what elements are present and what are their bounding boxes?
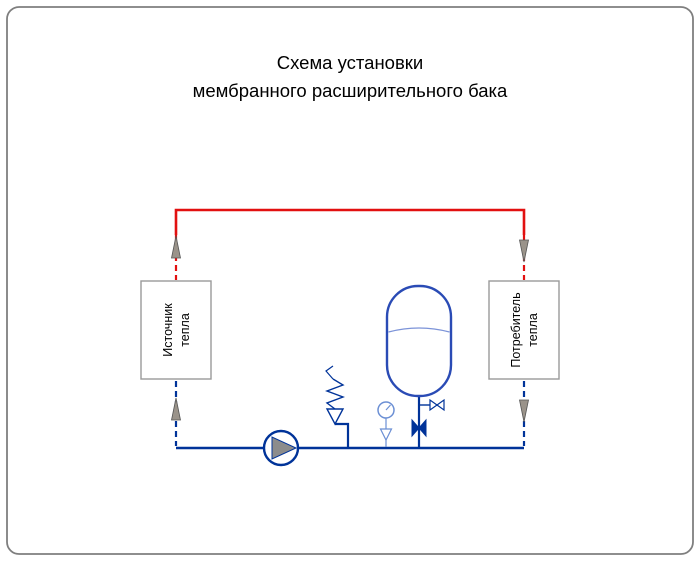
safety-valve-icon (325, 365, 350, 448)
drain-valve-icon (435, 398, 445, 412)
flow-arrows (171, 235, 529, 423)
pump-impeller (271, 436, 298, 460)
expansion-tank (385, 284, 453, 398)
heat-consumer-label-line1: Потребитель (509, 292, 523, 367)
shutoff-valve-icon (411, 418, 420, 438)
supply-pipe-run (174, 208, 526, 235)
diagram-title-line1: Схема установки (277, 52, 423, 73)
safety-valve-body (325, 408, 345, 426)
heat-source-rect (140, 280, 212, 380)
gauge-needle (385, 404, 391, 411)
pressure-gauge-icon (377, 401, 395, 447)
heat-source-box (140, 280, 212, 380)
supply-pipe (174, 208, 526, 280)
return-pipe (174, 381, 526, 450)
safety-valve-spring (325, 378, 345, 410)
shutoff-valve-icon (418, 418, 427, 438)
gauge-valve (379, 428, 393, 442)
flow-arrow-up-icon (171, 235, 181, 259)
drain-valve-icon (429, 398, 439, 412)
heat-source-label-line2: тепла (178, 313, 192, 347)
diagram-title-line2: мембранного расширительного бака (193, 80, 508, 101)
heat-consumer-rect (488, 280, 560, 380)
safety-valve-discharge (325, 365, 334, 380)
flow-arrow-down-icon (519, 399, 529, 423)
heat-source-label: Источник тепла (161, 303, 192, 357)
expansion-tank-shell (385, 284, 453, 398)
flow-arrow-up-icon (171, 397, 181, 421)
tank-membrane-line (388, 327, 450, 333)
heat-consumer-label: Потребитель тепла (509, 292, 540, 367)
heat-source-label-line1: Источник (161, 303, 175, 357)
page-border (6, 6, 694, 555)
heat-consumer-label-line2: тепла (526, 313, 540, 347)
flow-arrow-down-icon (519, 239, 529, 263)
safety-valve-branch (335, 422, 350, 448)
circulation-pump-icon (262, 429, 300, 467)
tank-connection (411, 396, 445, 448)
heat-consumer-box (488, 280, 560, 380)
